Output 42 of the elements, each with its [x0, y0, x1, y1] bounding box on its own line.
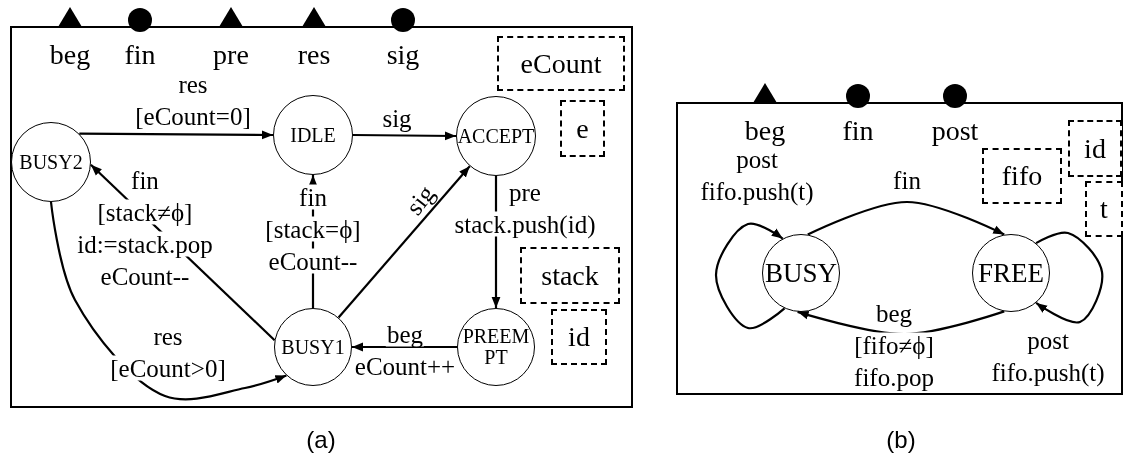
port-label: beg [49, 41, 91, 69]
variable-box: t [1085, 181, 1123, 237]
transition-label: pre stack.push(id) [453, 179, 597, 237]
variable-box: fifo [982, 148, 1062, 204]
transition-arrow [1035, 231, 1104, 324]
port-label: fin [124, 41, 156, 69]
transition-label: beg eCount++ [353, 321, 457, 379]
transition-label: fin [stack=ϕ] eCount-- [264, 184, 362, 274]
transition-arrow [353, 131, 456, 141]
transition-label: post fifo.push(t) [699, 146, 815, 204]
transition-arrow [807, 200, 1005, 236]
transition-arrow [337, 165, 471, 319]
variable-box: id [1068, 120, 1122, 177]
variable-box: e [560, 100, 605, 157]
state-circle: IDLE [273, 95, 353, 175]
panel-caption: (a) [306, 426, 336, 454]
state-circle: ACCEPT [456, 96, 536, 176]
state-circle: PREEM PT [457, 308, 535, 386]
port-label: beg [744, 117, 786, 145]
variable-box: stack [520, 247, 620, 304]
port-label: pre [213, 41, 249, 69]
variable-box: eCount [497, 36, 625, 91]
state-circle: BUSY2 [11, 122, 91, 202]
state-circle: BUSY [762, 234, 840, 312]
transition-label: res [eCount>0] [109, 323, 227, 381]
transition-label: beg [fifo≠ϕ] fifo.pop [853, 300, 935, 390]
transition-label: res [eCount=0] [134, 71, 252, 129]
port-label: sig [386, 41, 420, 69]
transition-arrow [79, 130, 273, 140]
state-machine-panel [10, 26, 633, 408]
state-circle: FREE [972, 234, 1050, 312]
transition-label: post fifo.push(t) [990, 327, 1106, 385]
panel-caption: (b) [886, 426, 916, 454]
port-label: post [931, 117, 979, 145]
port-label: fin [842, 117, 874, 145]
port-label: res [297, 41, 331, 69]
state-circle: BUSY1 [274, 308, 352, 386]
transition-arrow [49, 201, 287, 401]
variable-box: id [551, 309, 607, 365]
transition-arrow [714, 222, 786, 330]
transition-arrow [352, 342, 457, 352]
state-machine-panel [676, 102, 1123, 395]
